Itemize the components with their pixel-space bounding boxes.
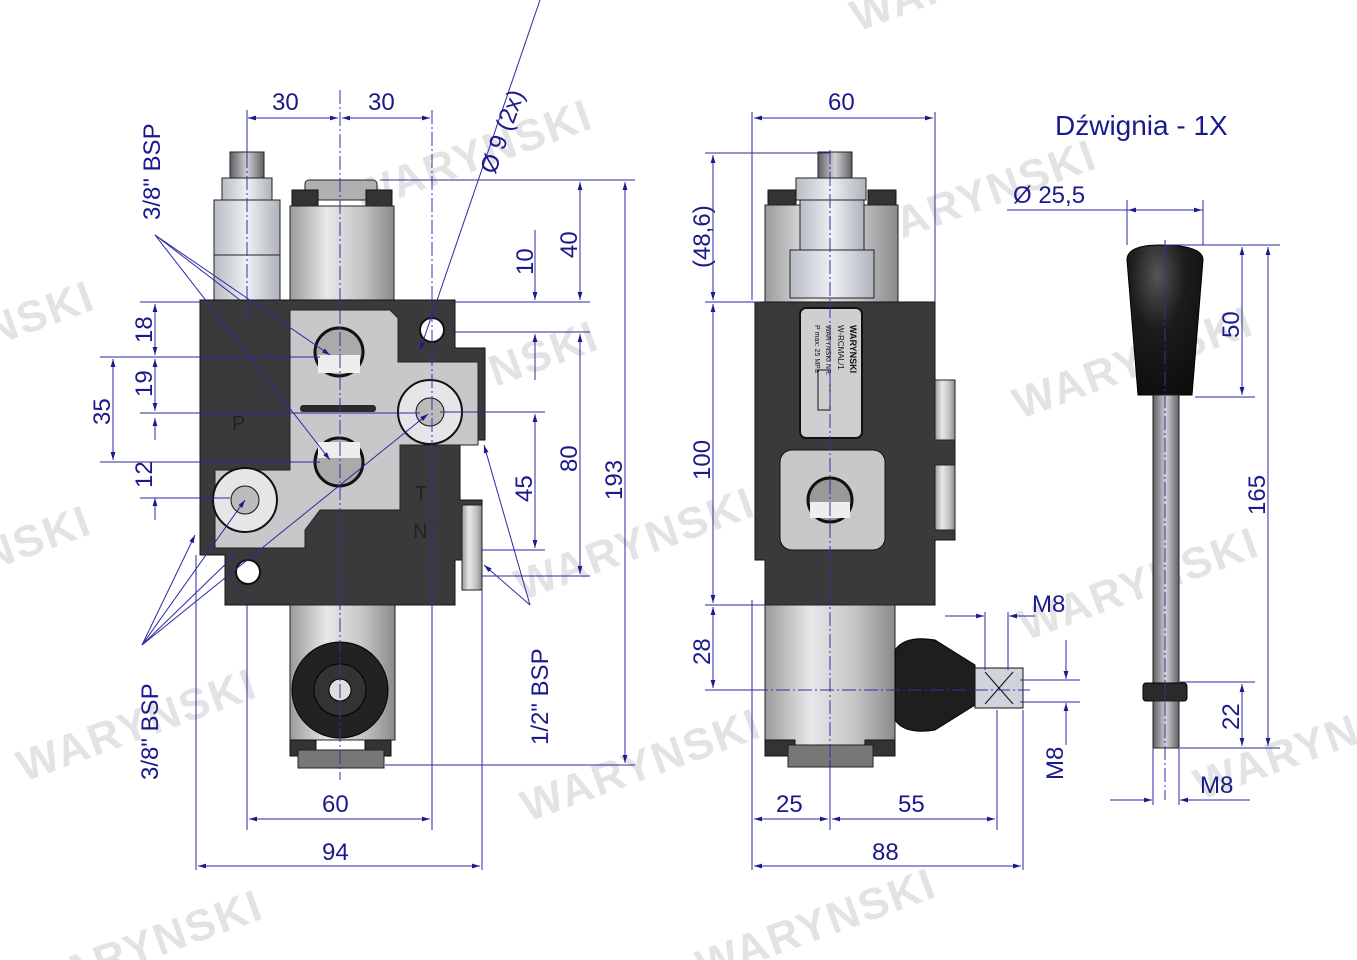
lever-title: Dźwignia - 1X xyxy=(1055,110,1228,141)
dim-80: 80 xyxy=(556,445,583,472)
front-view: P T N 30 30 Ø 9 (2x) 3/8" BSP xyxy=(89,0,635,870)
label-bsp-3-8-top: 3/8" BSP xyxy=(139,123,166,220)
dim-40: 40 xyxy=(556,231,583,258)
dim-35: 35 xyxy=(89,398,116,425)
dim-10: 10 xyxy=(512,248,539,275)
label-bsp-1-2: 1/2" BSP xyxy=(527,648,554,745)
watermark-text: WARYNSKI xyxy=(1013,518,1266,650)
dim-width-94: 94 xyxy=(322,839,349,866)
nameplate-brand: WARYNSKI xyxy=(848,325,858,373)
dim-100: 100 xyxy=(689,440,716,480)
dim-knob-diameter: Ø 25,5 xyxy=(1013,182,1085,209)
dim-55: 55 xyxy=(898,791,925,818)
dim-side-60: 60 xyxy=(828,89,855,116)
lever-view: Dźwignia - 1X Ø 25,5 50 165 22 M8 xyxy=(1007,110,1280,805)
lever-thread xyxy=(1152,700,1180,749)
watermark-text: WARYNSKI xyxy=(509,478,762,610)
dim-top-30-right: 30 xyxy=(368,89,395,116)
watermark-text: WARYNSKI xyxy=(690,859,943,960)
port-label-t: T xyxy=(415,483,427,505)
dim-m8-side: M8 xyxy=(1042,747,1069,780)
dim-193: 193 xyxy=(601,460,628,500)
dim-45: 45 xyxy=(511,475,538,502)
dim-25: 25 xyxy=(776,791,803,818)
watermark-text: WARYNSKI xyxy=(0,271,101,403)
dim-22: 22 xyxy=(1218,703,1245,730)
dim-top-30-left: 30 xyxy=(272,89,299,116)
dim-width-60: 60 xyxy=(322,791,349,818)
watermark-text: WARYNSKI xyxy=(844,0,1097,41)
dim-50: 50 xyxy=(1218,311,1245,338)
port-label-p: P xyxy=(232,413,245,435)
port-label-n: N xyxy=(413,521,427,543)
dim-19: 19 xyxy=(131,370,158,397)
nameplate-serial-label: WARYNSKI NR: xyxy=(824,325,831,376)
side-view: WARYNSKI W-RCMAL/1 WARYNSKI NR: P max: 2… xyxy=(689,89,1080,870)
nameplate: WARYNSKI W-RCMAL/1 WARYNSKI NR: P max: 2… xyxy=(799,307,863,439)
lever-rod xyxy=(1152,394,1180,686)
mount-hole-bottom xyxy=(235,559,261,585)
nameplate-type: W-RCMAL/1 xyxy=(836,325,845,370)
rubber-boot xyxy=(894,638,976,732)
port-n-fitting xyxy=(461,504,483,591)
dim-28: 28 xyxy=(689,638,716,665)
dim-thread-m8: M8 xyxy=(1200,772,1233,799)
watermark-text: WARYNSKI xyxy=(0,496,98,628)
nameplate-pressure: P max: 25 MPa xyxy=(813,325,820,373)
dim-48-6: (48,6) xyxy=(689,205,716,268)
dim-165: 165 xyxy=(1244,475,1271,515)
dim-12: 12 xyxy=(131,461,158,488)
dim-m8-top: M8 xyxy=(1032,591,1065,618)
label-bsp-3-8-bottom: 3/8" BSP xyxy=(137,683,164,780)
spool-cap-top xyxy=(289,205,395,303)
dim-88: 88 xyxy=(872,839,899,866)
dim-18: 18 xyxy=(131,316,158,343)
watermark-text: WARYNSKI xyxy=(17,881,270,960)
